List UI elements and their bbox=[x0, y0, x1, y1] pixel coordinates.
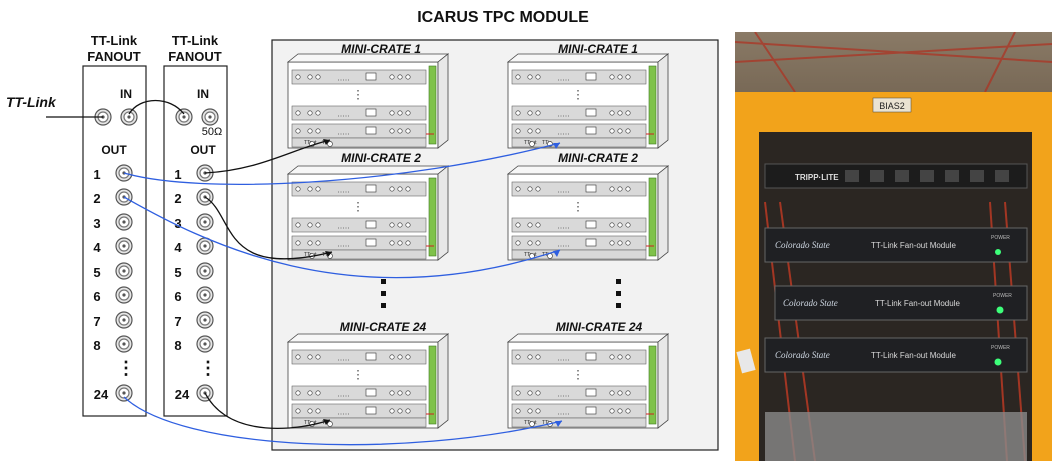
fanout-2-ch-2: 2 bbox=[174, 191, 181, 206]
fanout-1-title-line2: FANOUT bbox=[87, 49, 141, 64]
crate-port-in-label: TTin bbox=[542, 140, 552, 146]
photo-module-3-name: TT-Link Fan-out Module bbox=[871, 351, 956, 360]
mini-crate-1a: TToutTTin bbox=[286, 53, 450, 149]
cable-f1-ch24-crate24b bbox=[123, 396, 563, 446]
input-label: TT-Link bbox=[6, 94, 57, 110]
crate-label-2b: MINI-CRATE 2 bbox=[558, 151, 638, 165]
fanout-1-out-label: OUT bbox=[101, 143, 127, 157]
fanout-2-title-line2: FANOUT bbox=[168, 49, 222, 64]
fanout-1-ch-7: 7 bbox=[93, 314, 100, 329]
bnc-connector-f1-out-24 bbox=[115, 384, 133, 402]
bias-sign bbox=[872, 97, 912, 113]
cable-f1-ch1-crate1b bbox=[123, 142, 561, 185]
photo-module-3-brand: Colorado State bbox=[775, 350, 830, 360]
photo-module-1-name: TT-Link Fan-out Module bbox=[871, 241, 956, 250]
fanout-2-ch-3: 3 bbox=[174, 216, 181, 231]
cable-f2-ch1-crate1a bbox=[204, 139, 331, 174]
crates-layer: TToutTTinTToutTTinTToutTTinTToutTTinTTou… bbox=[286, 53, 670, 429]
fanout-2-ch-8: 8 bbox=[174, 338, 181, 353]
fanout-1: TT-Link FANOUT IN OUT 1 2 3 4 5 6 7 8 ⋮ … bbox=[82, 33, 147, 417]
fanout-2-terminator-label: 50Ω bbox=[202, 126, 222, 138]
cable-fanout-link bbox=[128, 100, 185, 115]
crate-label-1b: MINI-CRATE 1 bbox=[558, 42, 638, 56]
fanout-1-ch-4: 4 bbox=[93, 240, 101, 255]
module-title: ICARUS TPC MODULE bbox=[417, 9, 589, 26]
connectors-layer bbox=[94, 108, 219, 402]
photo-module-1: Colorado State TT-Link Fan-out Module PO… bbox=[764, 227, 1028, 263]
fanout-1-ellipsis: ⋮ bbox=[117, 358, 135, 378]
bnc-connector-f1-in bbox=[94, 108, 112, 126]
photo-module-1-power: POWER bbox=[991, 235, 1010, 241]
fanout-1-in-label: IN bbox=[120, 87, 132, 101]
bnc-connector-f2-out-3 bbox=[196, 213, 214, 231]
rack-frame-right bbox=[1032, 92, 1052, 461]
fanout-2-ch-4: 4 bbox=[174, 240, 182, 255]
crate-port-in-label: TTin bbox=[542, 252, 552, 258]
bnc-connector-f1-out-6 bbox=[115, 286, 133, 304]
bnc-connector-f1-out-7 bbox=[115, 311, 133, 329]
photo-module-2-name: TT-Link Fan-out Module bbox=[875, 299, 960, 308]
power-strip-brand: TRIPP·LITE bbox=[795, 173, 839, 182]
cable-f1-ch2-crate2b bbox=[123, 196, 561, 279]
arrowheads bbox=[323, 139, 562, 427]
bnc-connector-f1-out-3 bbox=[115, 213, 133, 231]
fanout-1-panel bbox=[82, 65, 147, 417]
diagram: ICARUS TPC MODULE TT-Link TT-Link FANOUT… bbox=[6, 9, 719, 451]
bnc-connector-f2-in bbox=[175, 108, 193, 126]
fanout-2-ch-24: 24 bbox=[175, 387, 190, 402]
mini-crate-24a: TToutTTin bbox=[286, 333, 450, 429]
fanout-1-ch-8: 8 bbox=[93, 338, 100, 353]
cable-f2-ch2-crate2a bbox=[204, 196, 333, 260]
mini-crate-24b: TToutTTin bbox=[506, 333, 670, 429]
photo-module-1-brand: Colorado State bbox=[775, 240, 830, 250]
fanout-1-ch-24: 24 bbox=[94, 387, 109, 402]
mini-crate-2a: TToutTTin bbox=[286, 165, 450, 261]
fanout-2-ellipsis: ⋮ bbox=[199, 358, 217, 378]
bnc-connector-f1-in2 bbox=[120, 108, 138, 126]
cables bbox=[46, 100, 563, 446]
fanout-1-ch-1: 1 bbox=[93, 167, 100, 182]
fanout-2-ch-6: 6 bbox=[174, 289, 181, 304]
rack-photo: BIAS2 TRIPP·LITE Colorado State TT-Link … bbox=[735, 32, 1052, 461]
rack-frame-left bbox=[735, 92, 759, 461]
mini-crate-2b: TToutTTin bbox=[506, 165, 670, 261]
photo-module-2-power: POWER bbox=[993, 293, 1012, 299]
bnc-connector-f2-out-8 bbox=[196, 335, 214, 353]
photo-module-2-brand: Colorado State bbox=[783, 298, 838, 308]
crate-ellipsis-left bbox=[381, 279, 386, 308]
bnc-connector-f2-term bbox=[201, 108, 219, 126]
crate-label-2a: MINI-CRATE 2 bbox=[341, 151, 421, 165]
photo-module-2: Colorado State TT-Link Fan-out Module PO… bbox=[774, 285, 1028, 321]
fanout-2-ch-7: 7 bbox=[174, 314, 181, 329]
bnc-connector-f1-out-8 bbox=[115, 335, 133, 353]
crate-label-24b: MINI-CRATE 24 bbox=[556, 320, 643, 334]
fanout-2-ch-5: 5 bbox=[174, 265, 181, 280]
photo-module-3-power: POWER bbox=[991, 345, 1010, 351]
fanout-2-title-line1: TT-Link bbox=[172, 33, 219, 48]
fanout-1-title-line1: TT-Link bbox=[91, 33, 138, 48]
fanout-2-panel bbox=[163, 65, 228, 417]
bnc-connector-f1-out-4 bbox=[115, 237, 133, 255]
fanout-1-ch-3: 3 bbox=[93, 216, 100, 231]
crate-label-1a: MINI-CRATE 1 bbox=[341, 42, 421, 56]
fanout-2: TT-Link FANOUT IN 50Ω OUT 1 2 3 4 5 6 7 … bbox=[163, 33, 228, 417]
bnc-connector-f2-out-7 bbox=[196, 311, 214, 329]
fanout-1-ch-6: 6 bbox=[93, 289, 100, 304]
crate-ellipsis-right bbox=[616, 279, 621, 308]
photo-module-3: Colorado State TT-Link Fan-out Module PO… bbox=[764, 337, 1028, 373]
fanout-2-out-label: OUT bbox=[190, 143, 216, 157]
bnc-connector-f1-out-5 bbox=[115, 262, 133, 280]
crate-port-in-label: TTin bbox=[542, 420, 552, 426]
fanout-1-ch-2: 2 bbox=[93, 191, 100, 206]
fanout-2-ch-1: 1 bbox=[174, 167, 181, 182]
bnc-connector-f2-out-5 bbox=[196, 262, 214, 280]
fanout-1-ch-5: 5 bbox=[93, 265, 100, 280]
mini-crate-1b: TToutTTin bbox=[506, 53, 670, 149]
cable-f2-ch24-crate24a bbox=[204, 392, 331, 429]
fanout-2-in-label: IN bbox=[197, 87, 209, 101]
crate-label-24a: MINI-CRATE 24 bbox=[340, 320, 427, 334]
bias-sign-text: BIAS2 bbox=[879, 101, 905, 111]
bnc-connector-f2-out-6 bbox=[196, 286, 214, 304]
